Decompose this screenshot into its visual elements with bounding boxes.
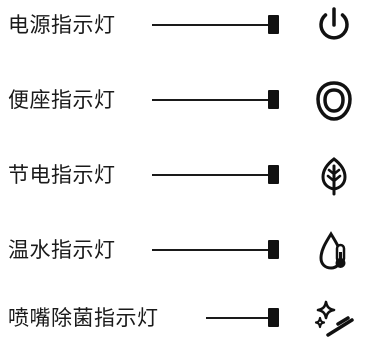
indicator-label-nozzle-sterilize: 喷嘴除菌指示灯 <box>8 306 159 330</box>
indicator-label-seat: 便座指示灯 <box>8 88 116 112</box>
indicator-row-warm-water: 温水指示灯 <box>0 230 370 270</box>
indicator-label-eco: 节电指示灯 <box>8 163 116 187</box>
indicator-row-eco: 节电指示灯 <box>0 155 370 197</box>
leader-line <box>152 99 270 101</box>
indicator-row-nozzle-sterilize: 喷嘴除菌指示灯 <box>0 298 370 338</box>
indicator-row-power: 电源指示灯 <box>0 5 370 45</box>
leaf-icon <box>312 155 356 197</box>
leader-line <box>152 249 270 251</box>
leader-line <box>152 174 270 176</box>
power-icon <box>312 5 356 47</box>
leader-line <box>152 24 270 26</box>
indicator-marker <box>268 240 279 259</box>
leader-line <box>206 317 270 319</box>
indicator-label-warm-water: 温水指示灯 <box>8 238 116 262</box>
indicator-marker <box>268 90 279 109</box>
water-temperature-icon <box>312 230 356 272</box>
toilet-seat-icon <box>312 80 356 122</box>
nozzle-sterilize-icon <box>312 298 356 340</box>
indicator-marker <box>268 165 279 184</box>
indicator-row-seat: 便座指示灯 <box>0 80 370 122</box>
indicator-label-power: 电源指示灯 <box>8 13 116 37</box>
indicator-marker <box>268 15 279 34</box>
indicator-marker <box>268 308 279 327</box>
